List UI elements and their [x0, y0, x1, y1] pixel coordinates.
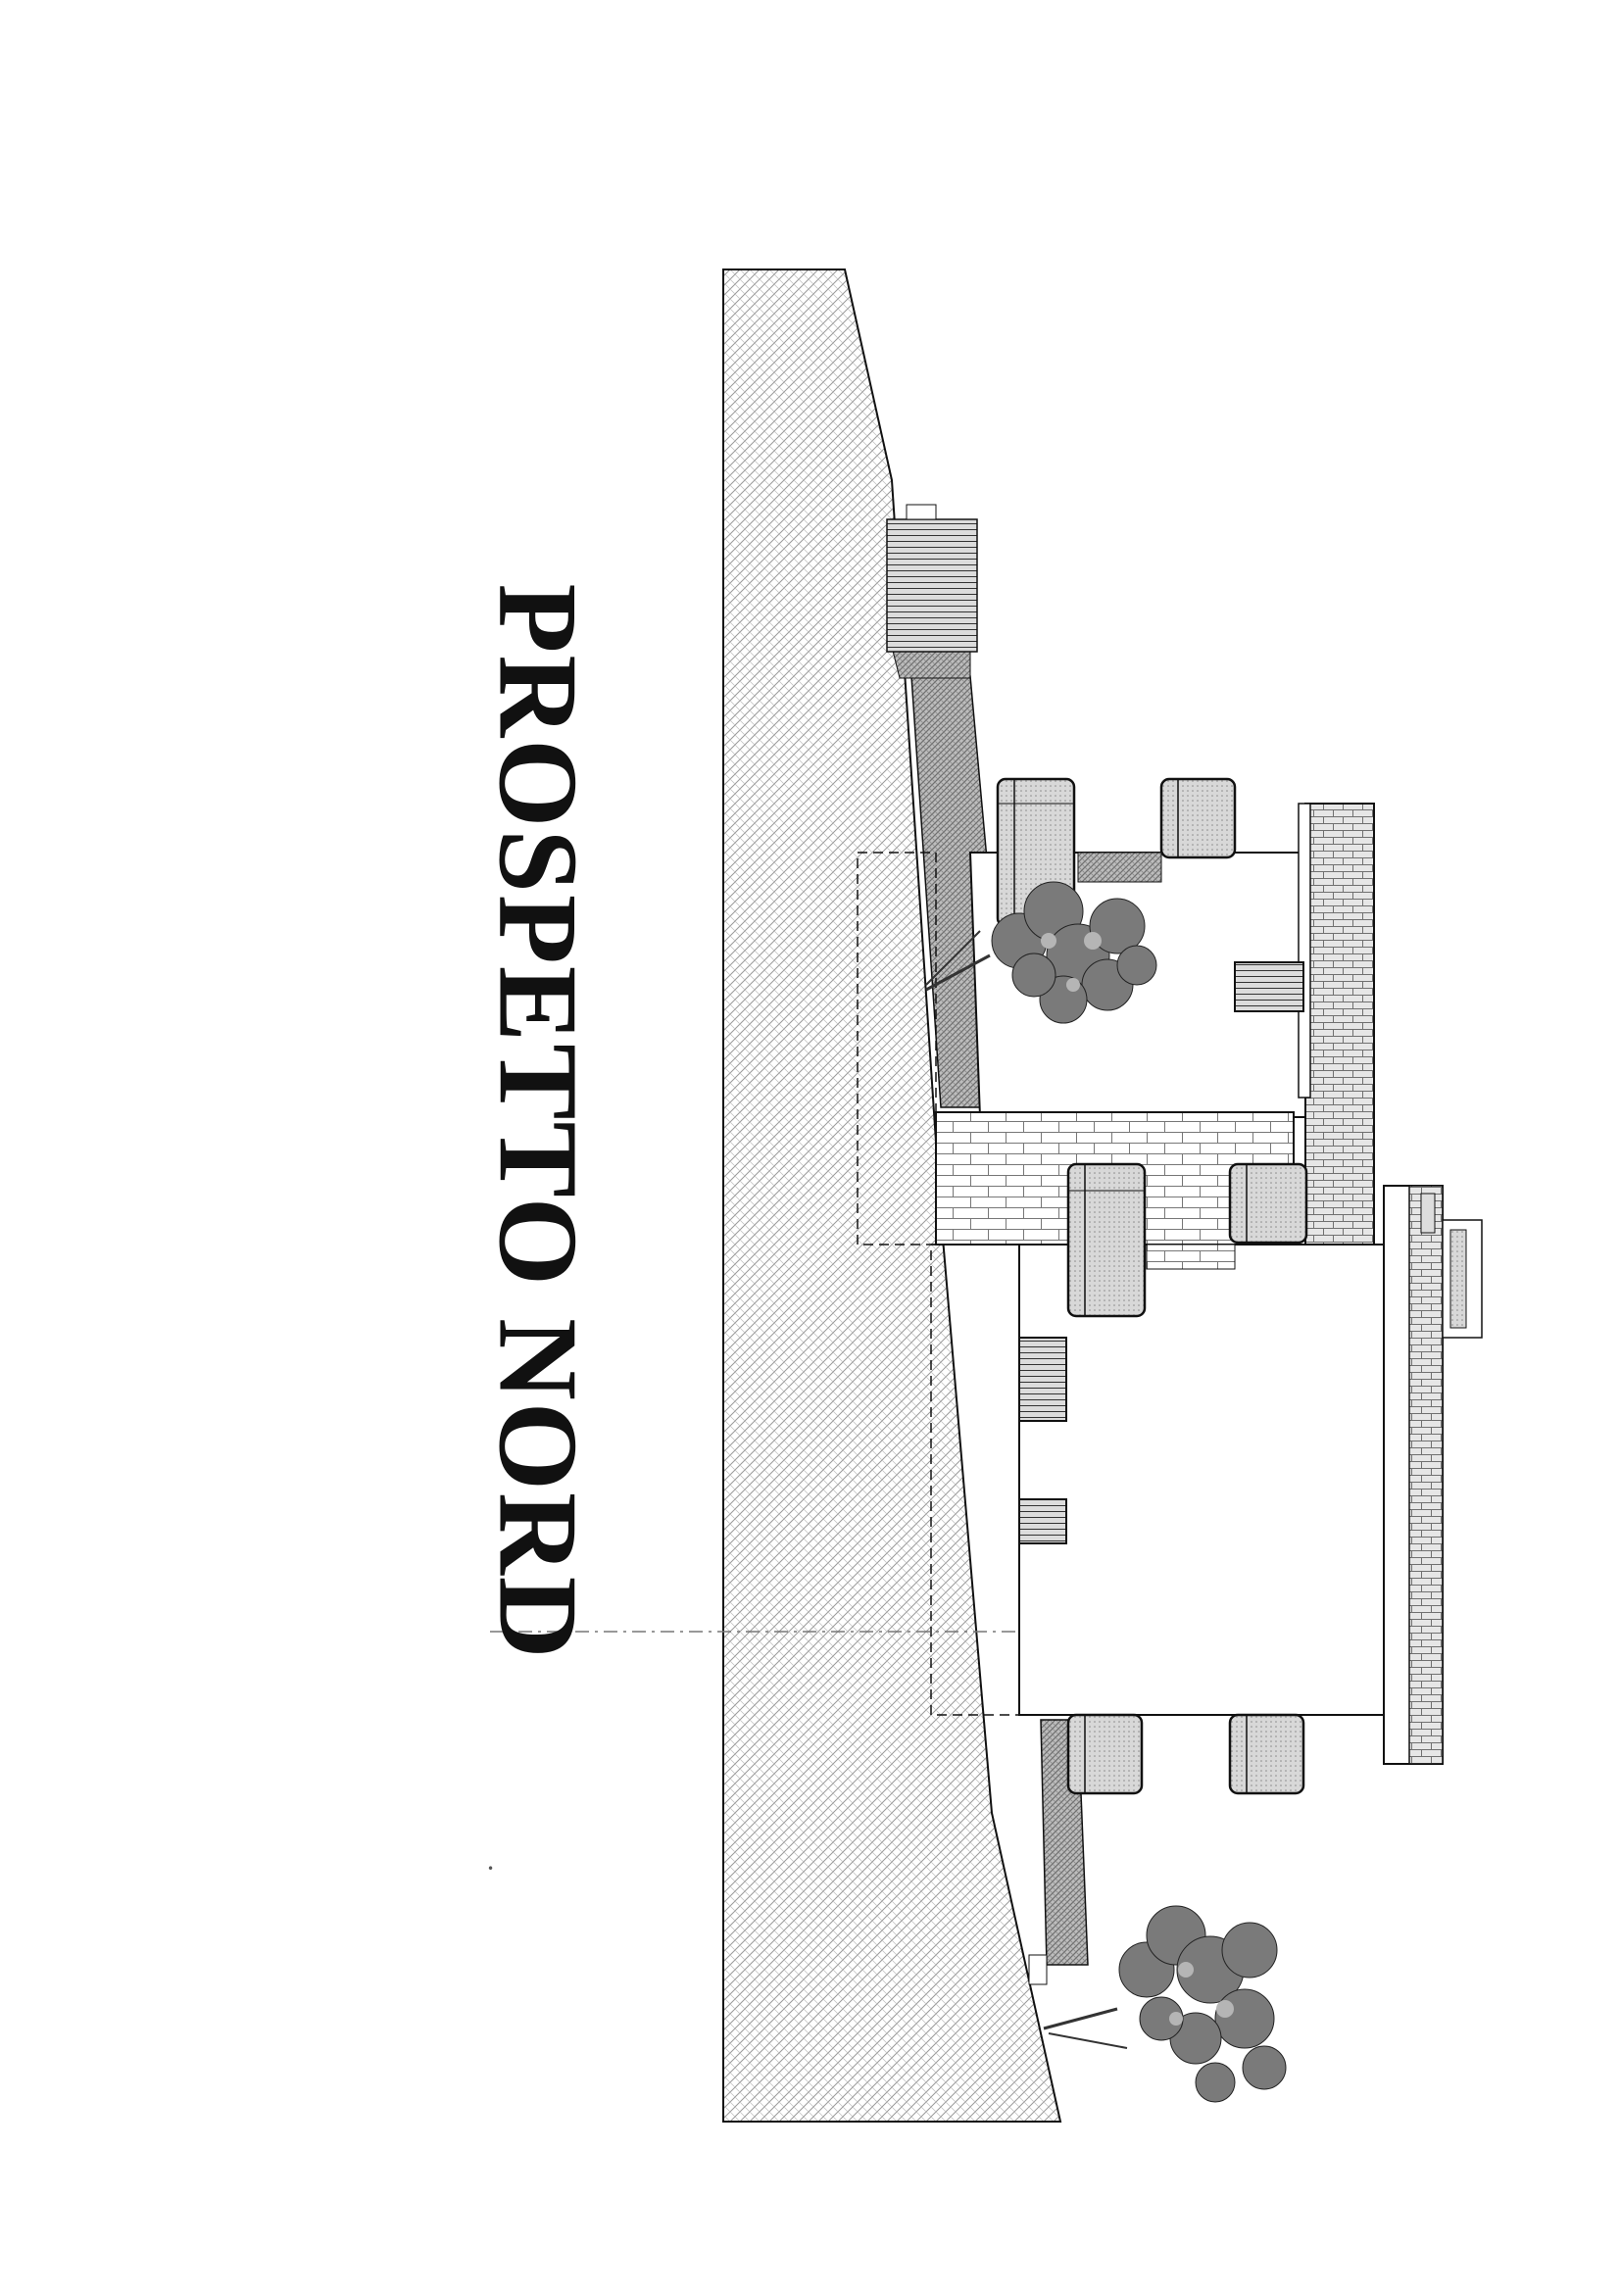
window-6 [1018, 1337, 1067, 1422]
window-group [996, 777, 1308, 1795]
window-7 [1018, 1498, 1067, 1544]
brick-sill [1146, 1244, 1236, 1270]
window-3 [1234, 961, 1304, 1012]
tree-icon [925, 881, 1157, 1024]
tree-icon-2 [1043, 1905, 1287, 2103]
window-4 [1066, 1162, 1147, 1318]
ground-hatch [490, 269, 1062, 2123]
window-9 [1228, 1713, 1305, 1795]
window-5 [1228, 1162, 1308, 1245]
balcony-slab [1077, 852, 1162, 883]
scan-speck: • [487, 1862, 495, 1876]
drawing-title: PROSPETTO NORD [474, 583, 601, 1661]
window-8 [1066, 1713, 1144, 1795]
window-2 [1159, 777, 1237, 859]
main-wall [1018, 1185, 1483, 1765]
